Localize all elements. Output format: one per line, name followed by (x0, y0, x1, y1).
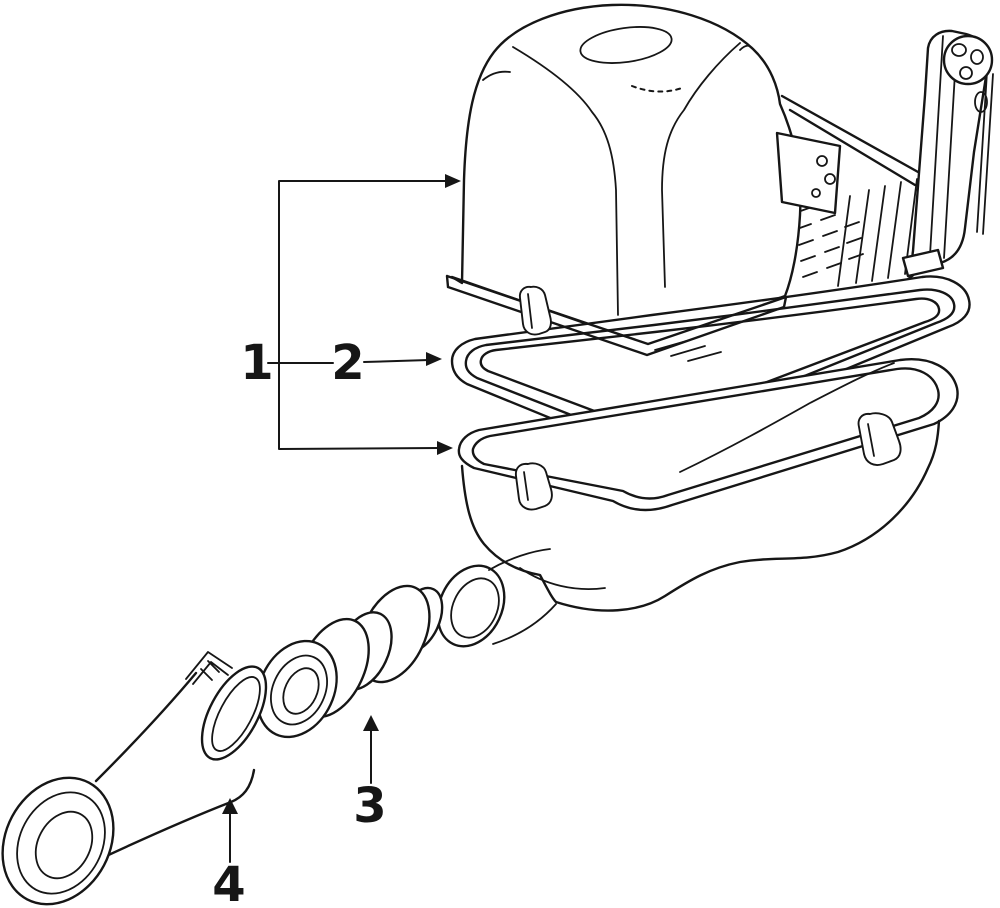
callout-1-assembly[interactable]: 1 (240, 174, 461, 455)
housing-rim (457, 358, 959, 512)
cover-flange-holes (811, 155, 836, 198)
intake-hose (256, 584, 444, 739)
callout-2-arrowhead (426, 352, 442, 366)
cover-base-rim (445, 274, 788, 357)
callout-2-filter[interactable]: 2 (331, 335, 442, 391)
duct-fin (185, 651, 233, 685)
duct-end-opening-inner (211, 676, 261, 752)
duct-bell-outer (1, 776, 115, 906)
callout-3-hose[interactable]: 3 (353, 715, 387, 834)
bracket-foot (901, 248, 945, 278)
cover-top-oval (579, 26, 673, 64)
callout-1-arrowheads (437, 174, 461, 455)
duct-bell-lip (16, 791, 106, 895)
housing-snout-lip (450, 577, 500, 639)
callout-4-arrowhead (222, 798, 238, 814)
duct-bell-throat (34, 810, 94, 880)
bracket-slats (837, 178, 918, 287)
callout-2-line (363, 359, 430, 363)
housing-bowl (460, 419, 941, 612)
cover-carb-flange (775, 131, 842, 215)
housing-snout-outer (436, 564, 506, 648)
duct-end-opening (200, 665, 268, 761)
duct-tube-sides (94, 671, 256, 860)
cover-creases (482, 42, 754, 316)
hose-end-lip-inner (270, 654, 328, 726)
mounting-bracket (780, 29, 994, 290)
housing-snout-sides (488, 548, 557, 645)
callout-2-label[interactable]: 2 (331, 335, 364, 391)
cover-rim-lines (445, 274, 788, 357)
cover-body (450, 3, 802, 347)
intake-duct (1, 651, 268, 906)
callout-1-bracket-lines (267, 180, 449, 450)
bracket-louvers (794, 207, 864, 278)
cover-oval-shadow-arc (631, 85, 683, 93)
callout-4-label[interactable]: 4 (212, 857, 245, 908)
bracket-shield-top-edge (780, 94, 929, 187)
callout-1-label[interactable]: 1 (240, 335, 273, 391)
housing-latch-right-detail (867, 423, 875, 457)
callout-3-label[interactable]: 3 (353, 778, 386, 834)
housing-latch-left-detail (523, 471, 529, 501)
hose-throat (282, 667, 320, 715)
bracket-arm-channel (929, 35, 994, 259)
callout-3-arrowhead (363, 715, 379, 731)
callout-4-duct[interactable]: 4 (212, 798, 246, 908)
bracket-boss (942, 34, 994, 86)
air-cleaner-cover (450, 3, 842, 347)
air-cleaner-housing (436, 358, 959, 648)
cover-rim-clip-detail (527, 293, 533, 329)
bracket-boss-holes (951, 43, 988, 113)
housing-bowl-crease (519, 362, 895, 590)
